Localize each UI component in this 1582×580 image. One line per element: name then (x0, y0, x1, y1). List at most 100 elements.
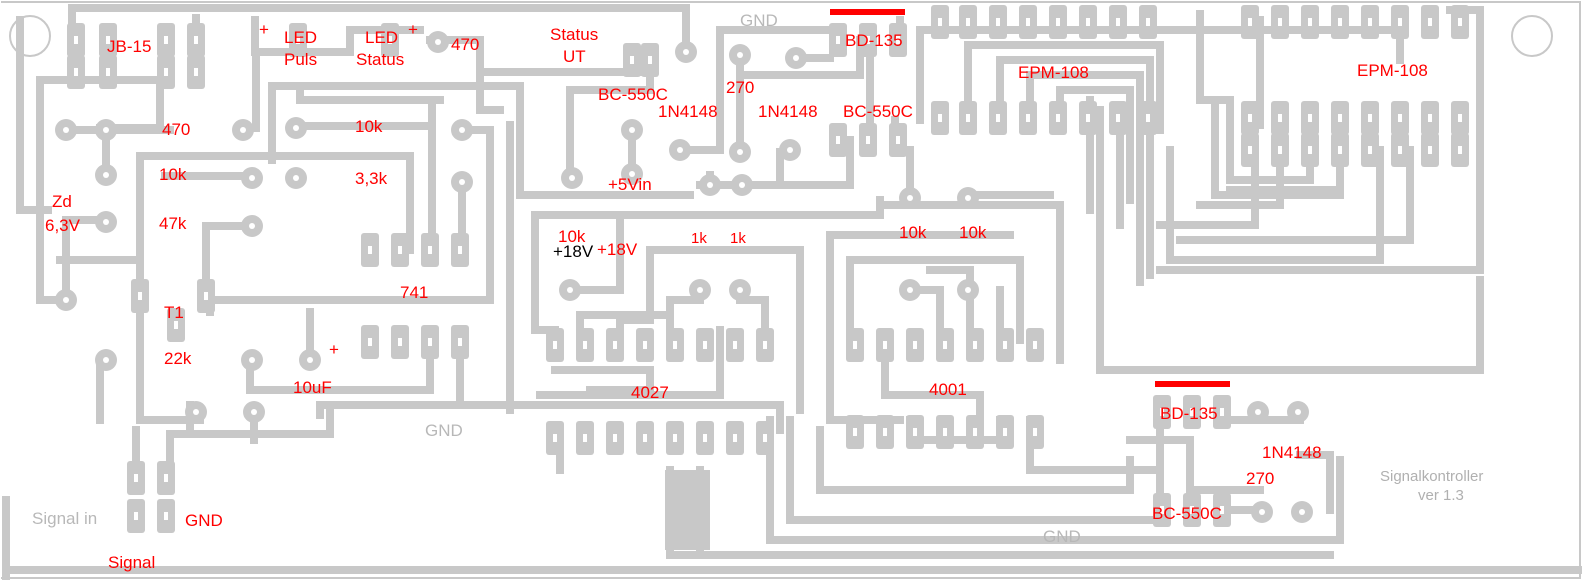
pad-hole (707, 182, 713, 188)
pad-hole (1033, 341, 1037, 349)
pad-hole (293, 125, 299, 131)
label-plus-led-status: + (408, 20, 418, 39)
pad-hole (883, 428, 887, 436)
pad-hole (458, 246, 462, 254)
pad-hole (853, 341, 857, 349)
pad-hole (643, 341, 647, 349)
pad-hole (866, 136, 870, 144)
pad-hole (787, 147, 793, 153)
pad-hole (943, 341, 947, 349)
pad-hole (613, 434, 617, 442)
pad-hole (164, 512, 168, 520)
pad-hole (569, 175, 575, 181)
pad-hole (1003, 428, 1007, 436)
pad-hole (996, 18, 1000, 26)
label-1n4148-c: 1N4148 (1262, 443, 1322, 462)
pad-hole (966, 114, 970, 122)
pad-hole (1116, 18, 1120, 26)
label-bc550c-b: BC-550C (843, 102, 913, 121)
pad-hole (459, 127, 465, 133)
pad-hole (103, 172, 109, 178)
pad-hole (1248, 114, 1252, 122)
pad-hole (973, 341, 977, 349)
pad-hole (737, 52, 743, 58)
pad-hole (134, 474, 138, 482)
pad-hole (896, 36, 900, 44)
pad-hole (1338, 114, 1342, 122)
label-zd-2: 6,3V (45, 216, 81, 235)
label-led-status-2: Status (356, 50, 404, 69)
pad-hole (1428, 146, 1432, 154)
pad-hole (1116, 114, 1120, 122)
pad-hole (613, 341, 617, 349)
pad-hole (996, 114, 1000, 122)
pad-hole (1308, 146, 1312, 154)
pad-hole (737, 149, 743, 155)
pad-hole (103, 357, 109, 363)
pad-hole (1003, 341, 1007, 349)
pad-hole (583, 341, 587, 349)
component-labels: JB-15 + LED Puls LED + Status 470 Status… (32, 11, 1483, 572)
pad-hole (836, 136, 840, 144)
pad-hole (1458, 18, 1462, 26)
pad-hole (428, 246, 432, 254)
pad-hole (249, 175, 255, 181)
pad-hole (1368, 18, 1372, 26)
pad-hole (1190, 506, 1194, 514)
pad-hole (251, 409, 257, 415)
pad-hole (428, 338, 432, 346)
pad-hole (677, 147, 683, 153)
pad-hole (164, 36, 168, 44)
pad-hole (1278, 18, 1282, 26)
pad-hole (1299, 509, 1305, 515)
label-ic741: 741 (400, 283, 428, 302)
label-signal: Signal (108, 553, 155, 572)
pad-hole (1220, 408, 1224, 416)
pad-hole (249, 357, 255, 363)
pad-hole (435, 39, 441, 45)
pad-hole (249, 223, 255, 229)
pad-hole (966, 18, 970, 26)
pad-hole (1248, 18, 1252, 26)
pad-hole (866, 36, 870, 44)
pad-hole (1398, 114, 1402, 122)
pad-hole (1295, 409, 1301, 415)
pad-hole (307, 357, 313, 363)
component-pads (55, 5, 1469, 533)
label-epm108-b: EPM-108 (1357, 61, 1428, 80)
pad-hole (629, 127, 635, 133)
pad-hole (913, 341, 917, 349)
label-epm108-a: EPM-108 (1018, 63, 1089, 82)
pad-hole (63, 297, 69, 303)
pad-hole (1398, 18, 1402, 26)
pad-hole (174, 321, 178, 329)
pad-hole (103, 219, 109, 225)
pad-hole (204, 292, 208, 300)
label-r10k-a: 10k (355, 117, 383, 136)
pad-hole (240, 127, 246, 133)
label-5vin: +5Vin (608, 175, 652, 194)
pad-hole (74, 36, 78, 44)
pad-hole (1398, 146, 1402, 154)
pad-hole (1255, 409, 1261, 415)
label-1n4148-b: 1N4148 (758, 102, 818, 121)
pad-hole (703, 341, 707, 349)
pad-hole (1278, 114, 1282, 122)
pad-hole (907, 195, 913, 201)
label-gnd-conn: GND (185, 511, 223, 530)
board-title: Signalkontroller (1380, 468, 1483, 485)
pad-hole (1428, 18, 1432, 26)
label-ic4027: 4027 (631, 383, 669, 402)
label-ic4001: 4001 (929, 380, 967, 399)
pad-hole (733, 434, 737, 442)
pad-hole (913, 428, 917, 436)
pad-hole (1338, 18, 1342, 26)
pad-hole (938, 114, 942, 122)
pad-hole (368, 246, 372, 254)
pad-hole (938, 18, 942, 26)
pad-hole (459, 179, 465, 185)
label-zd-1: Zd (52, 192, 72, 211)
label-bd135-b: BD-135 (1160, 404, 1218, 423)
mounting-holes (9, 15, 1553, 57)
